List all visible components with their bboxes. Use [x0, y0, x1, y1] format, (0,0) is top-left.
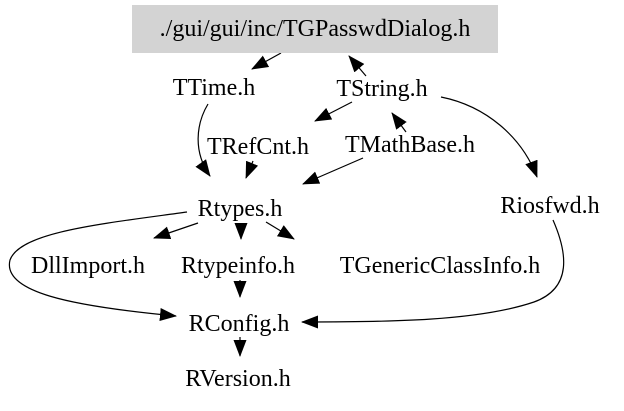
edge-rtypes-rconfig: [8, 211, 188, 321]
node-riosfwd[interactable]: Riosfwd.h: [500, 193, 600, 219]
edge-root-ttime: [251, 52, 282, 70]
node-tgenericclassinfo[interactable]: TGenericClassInfo.h: [339, 253, 541, 279]
edge-ttime-rtypes: [195, 103, 211, 177]
node-root: ./gui/gui/inc/TGPasswdDialog.h: [132, 5, 498, 53]
node-rconfig[interactable]: RConfig.h: [188, 311, 290, 337]
edge-trefcnt-rtypes: [245, 160, 259, 179]
edge-riosfwd-rconfig: [301, 219, 565, 329]
node-trefcnt[interactable]: TRefCnt.h: [207, 134, 309, 160]
node-dllimport[interactable]: DllImport.h: [31, 253, 145, 279]
node-ttime[interactable]: TTime.h: [172, 75, 256, 101]
edge-rtypes-tgenericclassinfo: [265, 221, 295, 240]
node-rtypes[interactable]: Rtypes.h: [197, 196, 283, 222]
node-rtypeinfo[interactable]: Rtypeinfo.h: [181, 253, 295, 279]
node-rversion[interactable]: RVersion.h: [185, 366, 291, 392]
edge-tstring-trefcnt: [314, 101, 353, 122]
edge-tmathbase-tstring: [391, 112, 407, 133]
edge-tstring-riosfwd: [440, 96, 538, 178]
edge-tmathbase-rtypes: [302, 157, 364, 185]
edge-rtypes-dllimport: [153, 222, 199, 239]
edge-tstring-root: [348, 55, 367, 77]
node-tmathbase[interactable]: TMathBase.h: [345, 132, 475, 158]
node-tstring[interactable]: TString.h: [336, 76, 428, 102]
